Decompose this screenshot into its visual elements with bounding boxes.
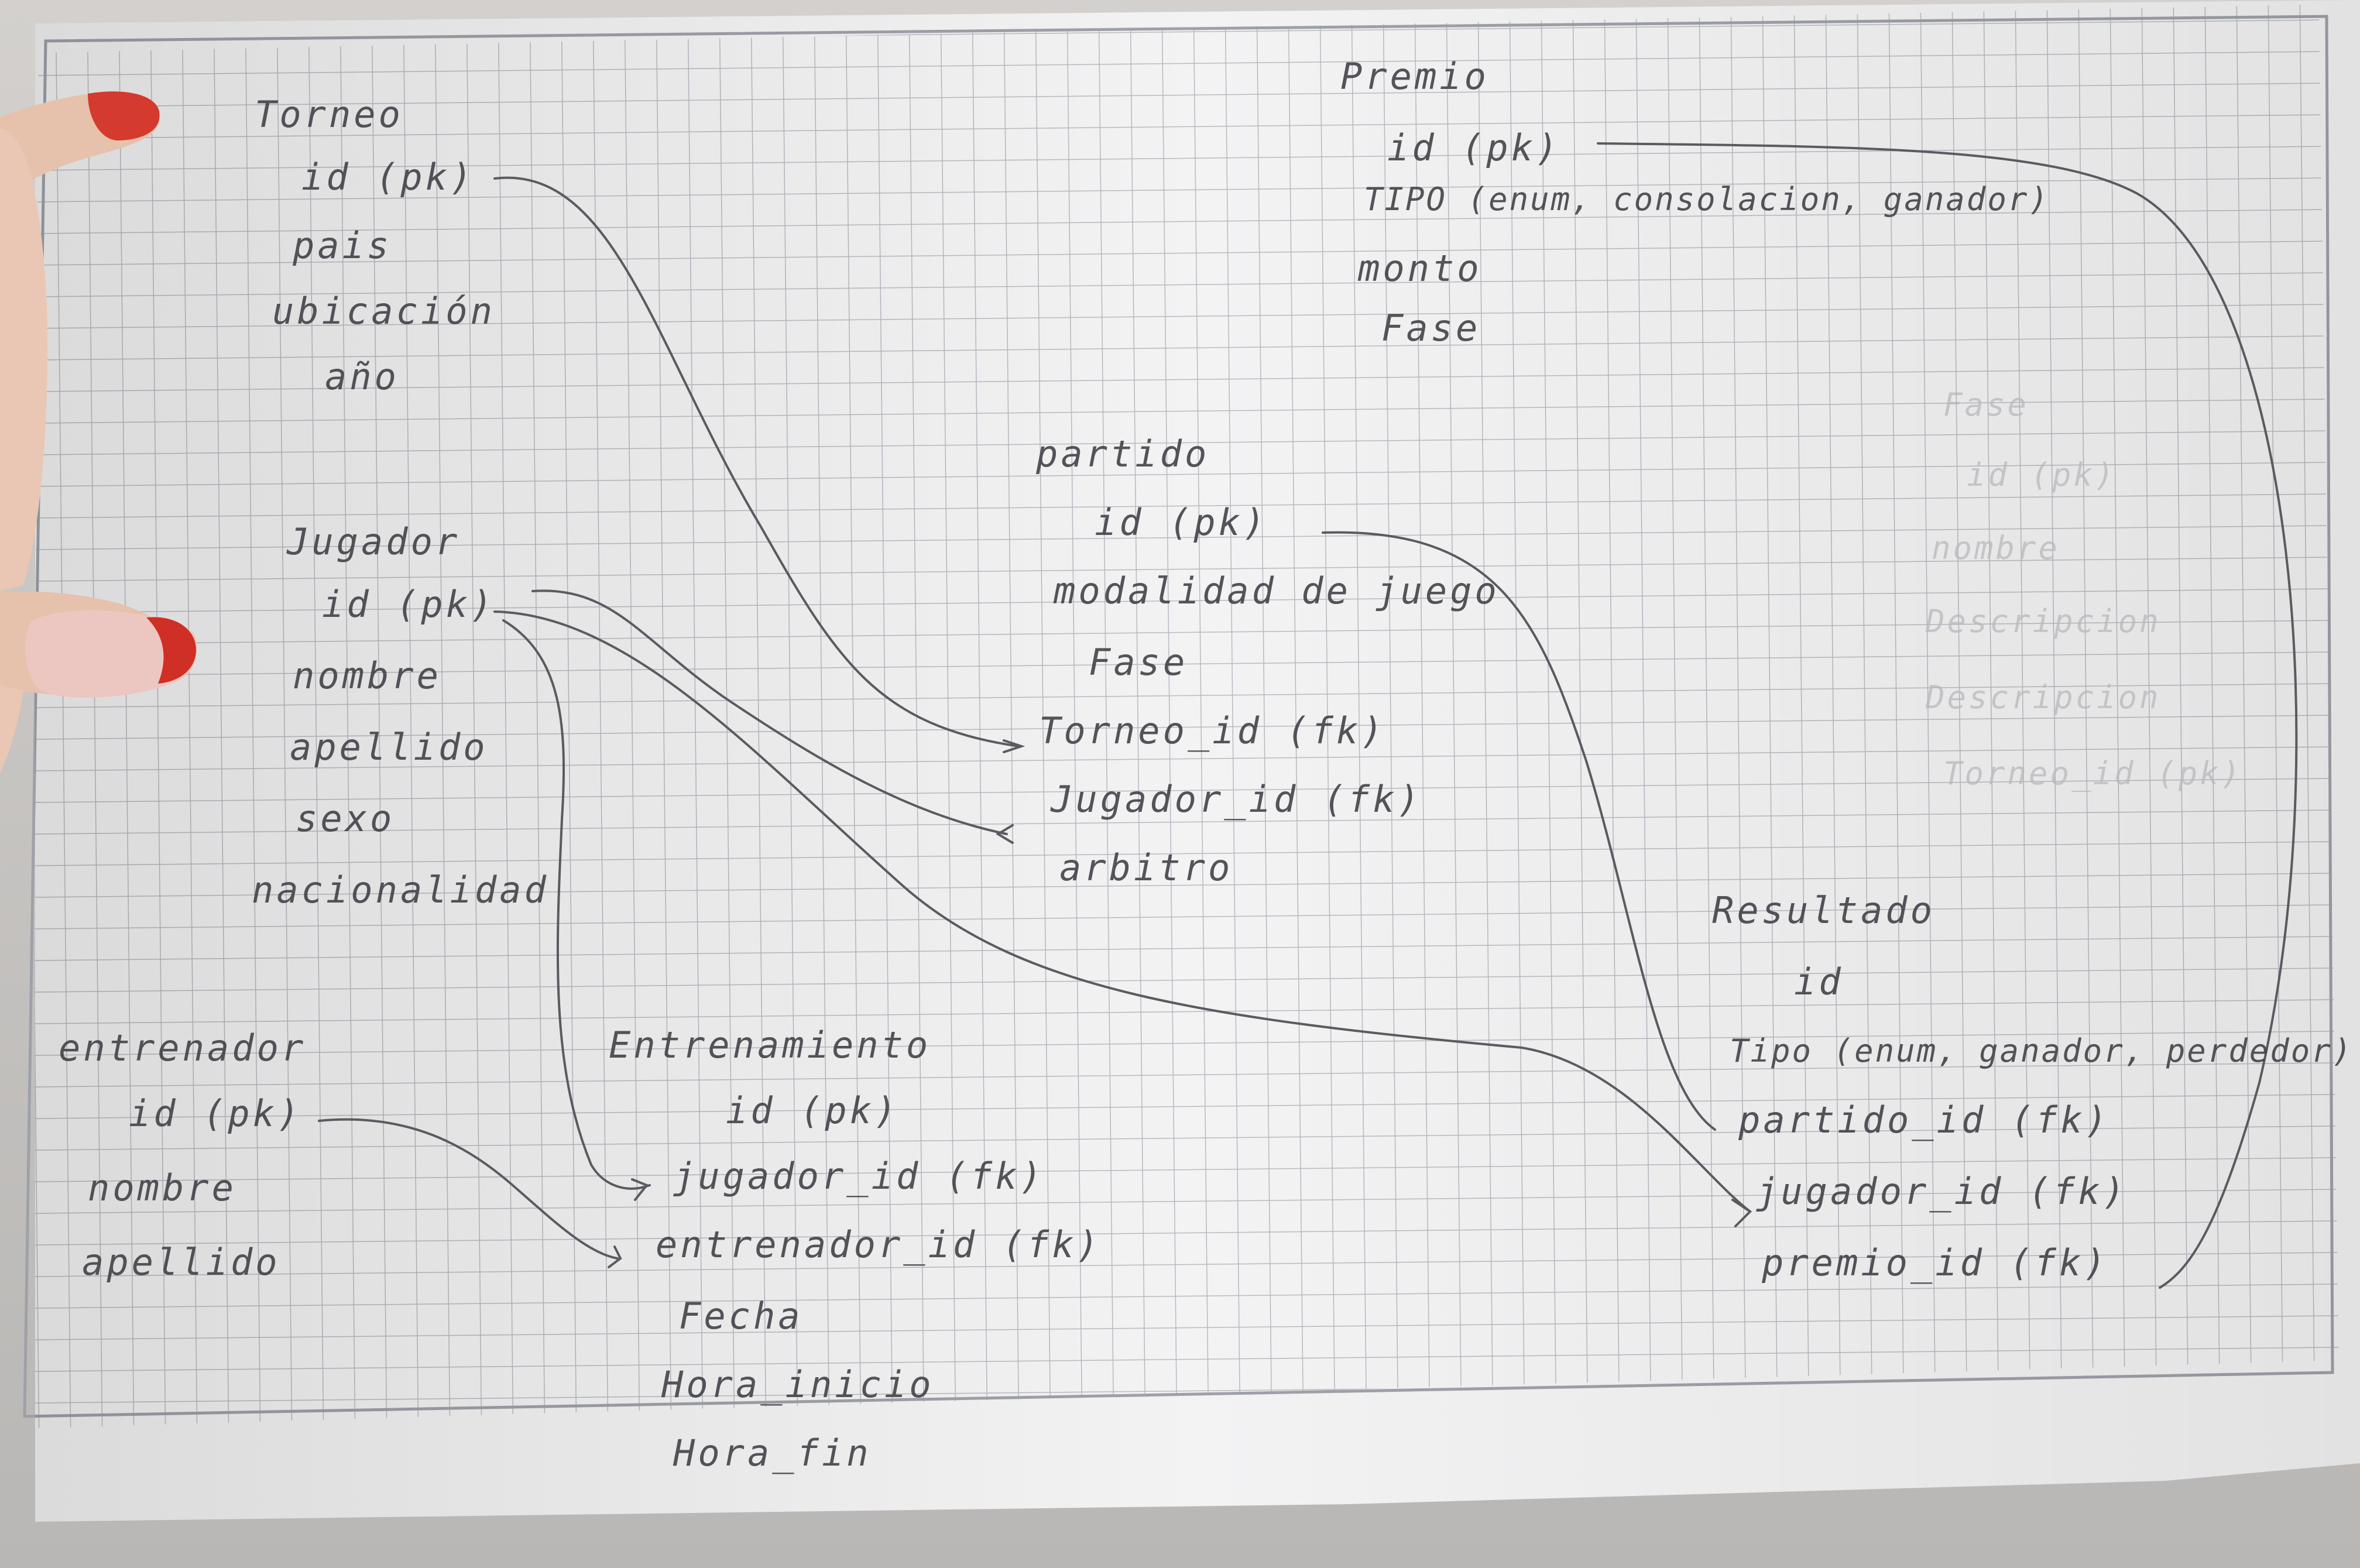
field-entrenador-id: id (pk) xyxy=(129,1092,303,1135)
field-premio-monto: monto xyxy=(1358,247,1482,290)
field-resultado-premio-id: premio_id (fk) xyxy=(1762,1241,2109,1284)
table-partido-title: partido xyxy=(1036,433,1210,475)
field-entrenamiento-id: id (pk) xyxy=(726,1089,900,1132)
field-torneo-pais: pais xyxy=(293,224,392,267)
table-jugador-title: Jugador xyxy=(287,520,461,563)
connector-jugador-entrenamiento xyxy=(502,619,651,1190)
field-partido-fase: Fase xyxy=(1089,641,1188,684)
connector-premio-resultado xyxy=(1597,142,2298,1289)
field-resultado-id: id xyxy=(1794,960,1844,1003)
field-jugador-nacionalidad: nacionalidad xyxy=(252,869,549,911)
arrowhead-entrenador-entrenamiento xyxy=(608,1246,622,1268)
erased-fase-nombre: nombre xyxy=(1932,530,2060,567)
table-entrenador: entrenador id (pk) nombre apellido xyxy=(59,1027,307,1281)
field-entrenamiento-hora-fin: Hora_fin xyxy=(673,1432,872,1474)
arrowhead-jugador-partido xyxy=(996,824,1014,844)
table-torneo-title: Torneo xyxy=(255,93,403,136)
field-jugador-apellido: apellido xyxy=(290,726,488,768)
table-premio: Premio id (pk) TIPO (enum, consolacion, … xyxy=(1340,55,2048,346)
field-entrenamiento-fecha: Fecha xyxy=(679,1295,803,1337)
connector-jugador-partido xyxy=(531,589,1008,835)
connector-jugador-resultado xyxy=(493,610,1751,1213)
connector-torneo-partido xyxy=(493,176,1020,747)
field-jugador-id: id (pk) xyxy=(322,583,496,626)
field-premio-tipo: TIPO (enum, consolacion, ganador) xyxy=(1364,181,2050,218)
hand xyxy=(0,91,197,773)
field-premio-fase: Fase xyxy=(1381,307,1481,349)
arrowhead-jugador-resultado xyxy=(1731,1199,1752,1227)
field-entrenamiento-hora-inicio: Hora_inicio xyxy=(661,1363,934,1406)
arrowhead-jugador-entrenamiento xyxy=(631,1178,649,1201)
table-partido: partido id (pk) modalidad de juego Fase … xyxy=(1036,433,1497,886)
erased-fase-desc2: Descripcion xyxy=(1926,679,2161,716)
table-premio-title: Premio xyxy=(1340,55,1489,98)
field-resultado-partido-id: partido_id (fk) xyxy=(1738,1099,2110,1141)
erased-fase-desc1: Descripcion xyxy=(1926,603,2161,640)
field-partido-torneo-id: Torneo_id (fk) xyxy=(1039,709,1386,752)
table-entrenamiento-title: Entrenamiento xyxy=(609,1024,931,1066)
field-entrenador-nombre: nombre xyxy=(88,1166,236,1209)
table-resultado-title: Resultado xyxy=(1712,889,1935,932)
table-entrenador-title: entrenador xyxy=(59,1027,307,1069)
field-partido-jugador-id: Jugador_id (fk) xyxy=(1051,778,1422,821)
erased-fase-title: Fase xyxy=(1943,386,2029,423)
field-premio-id: id (pk) xyxy=(1387,126,1561,169)
connector-partido-resultado xyxy=(1322,531,1716,1131)
field-torneo-id: id (pk) xyxy=(301,156,475,198)
table-jugador: Jugador id (pk) nombre apellido sexo nac… xyxy=(252,520,584,908)
field-entrenamiento-entrenador-id: entrenador_id (fk) xyxy=(656,1223,1102,1266)
field-entrenamiento-jugador-id: jugador_id (fk) xyxy=(673,1155,1045,1198)
field-jugador-sexo: sexo xyxy=(296,797,395,840)
connector-entrenador-entrenamiento xyxy=(318,1118,619,1260)
field-resultado-jugador-id: jugador_id (fk) xyxy=(1756,1170,2128,1213)
field-partido-modalidad: modalidad de juego xyxy=(1054,569,1500,612)
field-partido-id: id (pk) xyxy=(1095,501,1268,544)
field-resultado-tipo: Tipo (enum, ganador, perdedor) xyxy=(1730,1032,2354,1069)
field-torneo-anio: año xyxy=(325,355,399,398)
field-jugador-nombre: nombre xyxy=(293,654,441,697)
field-partido-arbitro: arbitro xyxy=(1059,846,1233,889)
table-entrenamiento: Entrenamiento id (pk) jugador_id (fk) en… xyxy=(609,1024,1099,1471)
erased-fase-torneo-id: Torneo_id (pk) xyxy=(1943,755,2243,792)
arrowhead-torneo-partido xyxy=(1003,739,1025,753)
field-entrenador-apellido: apellido xyxy=(82,1241,280,1284)
field-torneo-ubicacion: ubicación xyxy=(272,290,495,332)
erased-fase-id: id (pk) xyxy=(1967,457,2117,493)
table-resultado: Resultado id Tipo (enum, ganador, perded… xyxy=(1712,889,2351,1281)
table-torneo: Torneo id (pk) pais ubicación año xyxy=(255,93,492,395)
